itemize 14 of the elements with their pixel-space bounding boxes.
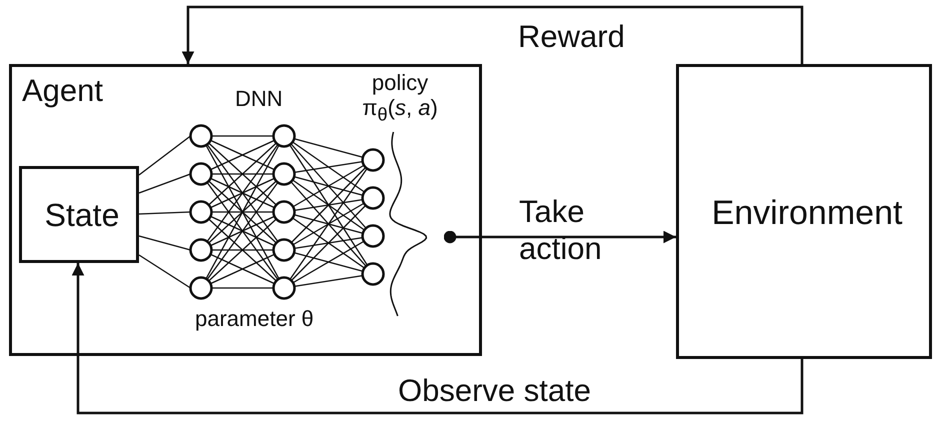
agent-box	[9, 64, 482, 356]
arrow	[182, 6, 804, 64]
state-box	[19, 166, 139, 263]
box-label: State	[44, 197, 120, 234]
connection-lines	[138, 135, 192, 289]
box-title: Agent	[22, 73, 104, 109]
edge-label: Take action	[519, 193, 603, 268]
environment-box	[676, 64, 932, 359]
network-title: DNN	[235, 86, 283, 112]
arrow	[444, 230, 676, 244]
arrow	[72, 263, 804, 414]
box-label: Environment	[710, 194, 904, 234]
policy-label: policy π$_{θ}$(s, a)	[361, 70, 439, 125]
network-caption: parameter θ	[195, 306, 314, 332]
